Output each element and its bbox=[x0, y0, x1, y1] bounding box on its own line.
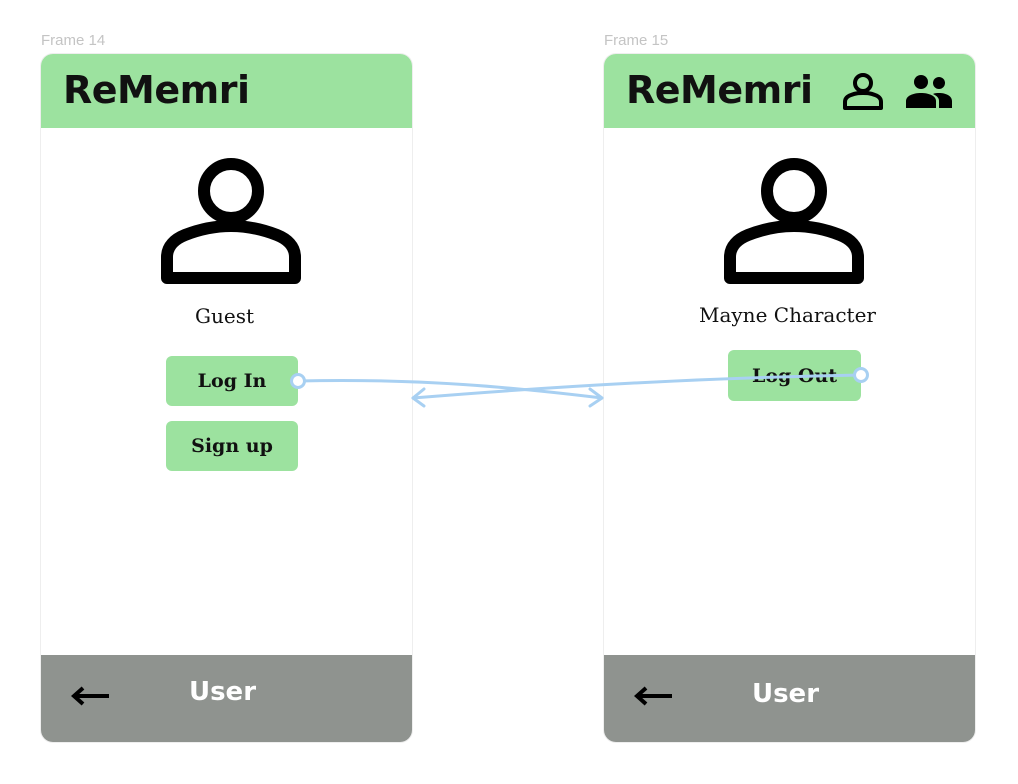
user-avatar-icon bbox=[724, 158, 864, 284]
users-group-icon[interactable] bbox=[904, 72, 954, 112]
app-logo-title: ReMemri bbox=[626, 68, 813, 112]
bottom-bar-title: User bbox=[751, 679, 820, 709]
username-label: Mayne Character bbox=[698, 303, 876, 327]
frame-15-label: Frame 15 bbox=[604, 32, 669, 49]
app-logo-title: ReMemri bbox=[63, 68, 250, 112]
connector-arrowhead-left bbox=[411, 387, 426, 408]
connector-arrowhead-right bbox=[588, 387, 604, 408]
arrow-left-icon[interactable] bbox=[71, 685, 111, 707]
app-header: ReMemri bbox=[604, 54, 975, 128]
user-icon[interactable] bbox=[842, 72, 884, 112]
signup-button[interactable]: Sign up bbox=[166, 421, 298, 471]
bottom-nav-bar: User bbox=[604, 655, 975, 742]
bottom-bar-title: User bbox=[188, 677, 257, 707]
arrow-left-icon[interactable] bbox=[634, 685, 674, 707]
logout-button[interactable]: Log Out bbox=[728, 350, 861, 401]
user-avatar-icon bbox=[161, 158, 301, 284]
bottom-nav-bar: User bbox=[41, 655, 412, 742]
login-button[interactable]: Log In bbox=[166, 356, 298, 406]
frame-15-logged-in-screen: ReMemri Mayne Character Log Out User bbox=[604, 54, 975, 742]
app-header: ReMemri bbox=[41, 54, 412, 128]
frame-14-label: Frame 14 bbox=[41, 32, 106, 49]
username-label: Guest bbox=[195, 304, 254, 328]
frame-14-guest-screen: ReMemri Guest Log In Sign up User bbox=[41, 54, 412, 742]
